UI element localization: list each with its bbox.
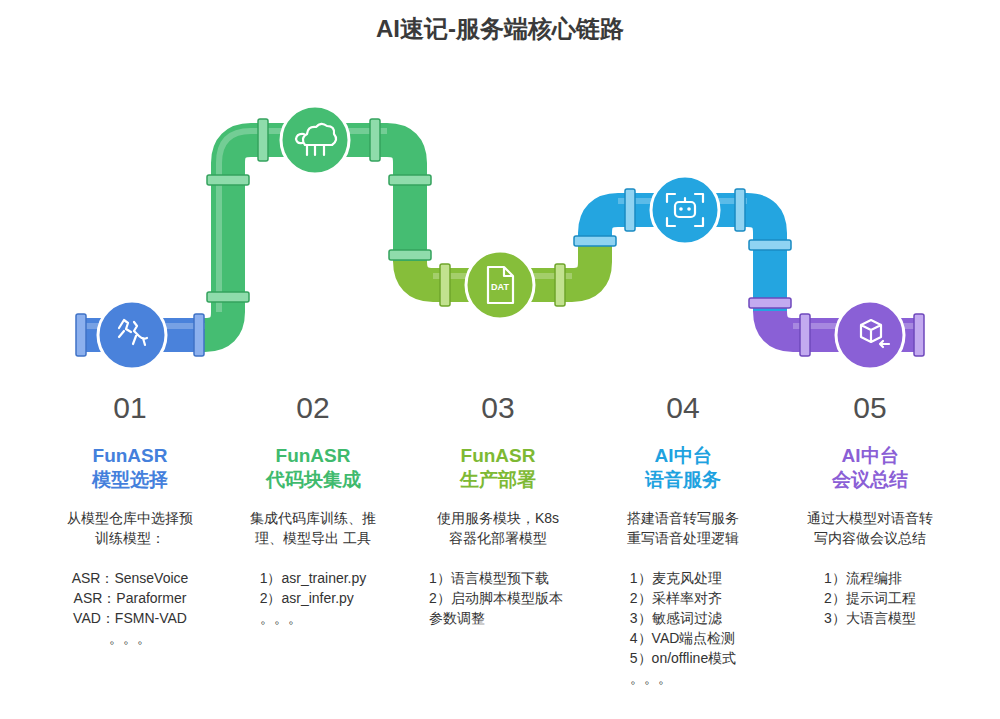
step-heading: FunASR 生产部署 [438,444,558,492]
list-item: 1）流程编排 [824,568,916,588]
pipe-flange [389,250,431,260]
list-item: 2）提示词工程 [824,588,916,608]
stage-column: 04AI中台 语音服务搭建语音转写服务重写语音处理逻辑 1）麦克风处理2）采样率对… [593,390,773,688]
pipe-flange [389,175,431,185]
list-item: 3）敏感词过滤 [630,608,736,628]
pipe-flange [440,264,450,306]
pipe-flange [555,264,565,306]
list-item: 4）VAD端点检测 [630,628,736,648]
stage-circle [836,301,904,369]
step-heading: AI中台 语音服务 [623,444,743,492]
step-description: 集成代码库训练、推理、模型导出 工具 [246,508,381,548]
pipe-segments [80,140,920,335]
animal-icon [119,320,147,345]
step-number: 03 [408,390,588,426]
step-list: 1）asr_trainer.py2）asr_infer.py。。。 [260,568,367,628]
stage-circle [651,176,719,244]
list-item: 2）采样率对齐 [630,588,736,608]
robot-eye [687,207,691,211]
list-item: 3）大语言模型 [824,608,916,628]
robot-frame-icon [667,194,703,226]
diagram-title: AI速记-服务端核心链路 [0,13,1000,45]
step-description: 使用服务模块，K8s容器化部署模型 [434,508,562,548]
step-list: 1）麦克风处理2）采样率对齐3）敏感词过滤4）VAD端点检测5）on/offli… [630,568,736,688]
list-item: 。。。 [630,668,736,688]
step-list: 1）流程编排2）提示词工程3）大语言模型 [824,568,916,628]
step-heading: FunASR 模型选择 [70,444,190,492]
step-description: 从模型仓库中选择预训练模型： [63,508,198,548]
pipe-flange [574,236,616,246]
icon-label: DAT [480,282,520,293]
step-list: ASR：SenseVoiceASR：ParaformerVAD：FSMN-VAD… [72,568,189,648]
robot-eye [679,207,683,211]
pipe-flange [207,175,249,185]
pipe-flange [735,189,745,231]
step-number: 02 [223,390,403,426]
sheep-icon [296,124,336,155]
stage-circle [281,106,349,174]
step-heading: FunASR 代码块集成 [253,444,373,492]
step-heading: AI中台 会议总结 [810,444,930,492]
stage-column: 05AI中台 会议总结通过大模型对语音转写内容做会议总结 1）流程编排2）提示词工… [780,390,960,628]
step-description: 通过大模型对语音转写内容做会议总结 [806,508,934,548]
pipe-flange [749,240,791,250]
step-list: 1）语言模型预下载2）启动脚本模型版本参数调整 [429,568,567,628]
list-item: 。。。 [260,608,367,628]
pipe-flanges [76,119,924,356]
list-item: ASR：Paraformer [72,588,189,608]
pipe-flange [749,298,791,308]
pipe-flange [625,189,635,231]
list-item: 1）asr_trainer.py [260,568,367,588]
robot-eyes [679,207,691,211]
stage-circles [98,106,904,369]
step-number: 04 [593,390,773,426]
list-item: 1）麦克风处理 [630,568,736,588]
list-item: 2）asr_infer.py [260,588,367,608]
pipe-flange [194,314,204,356]
list-item: 1）语言模型预下载 [429,568,567,588]
stage-icons [119,124,889,347]
stage-circle [466,251,534,319]
pipe-flange [76,314,86,356]
stage-column: 01FunASR 模型选择从模型仓库中选择预训练模型： ASR：SenseVoic… [40,390,220,648]
pipe-highlights [84,131,918,326]
stage-column: 03FunASR 生产部署使用服务模块，K8s容器化部署模型 1）语言模型预下载2… [408,390,588,628]
list-item: 5）on/offline模式 [630,648,736,668]
stage-column: 02FunASR 代码块集成集成代码库训练、推理、模型导出 工具 1）asr_tr… [223,390,403,628]
list-item: VAD：FSMN-VAD [72,608,189,628]
pipe-flange [207,292,249,302]
step-number: 01 [40,390,220,426]
step-number: 05 [780,390,960,426]
pipe-flange [914,314,924,356]
list-item: ASR：SenseVoice [72,568,189,588]
pipe-flange [370,119,380,161]
robot-head-icon [675,202,695,217]
pipe-flange [258,119,268,161]
pipe-flange [800,314,810,356]
cube-icon [861,320,889,347]
list-item: 。。。 [72,628,189,648]
list-item: 2）启动脚本模型版本参数调整 [429,588,567,628]
stage-circle [98,301,166,369]
step-description: 搭建语音转写服务重写语音处理逻辑 [623,508,743,548]
